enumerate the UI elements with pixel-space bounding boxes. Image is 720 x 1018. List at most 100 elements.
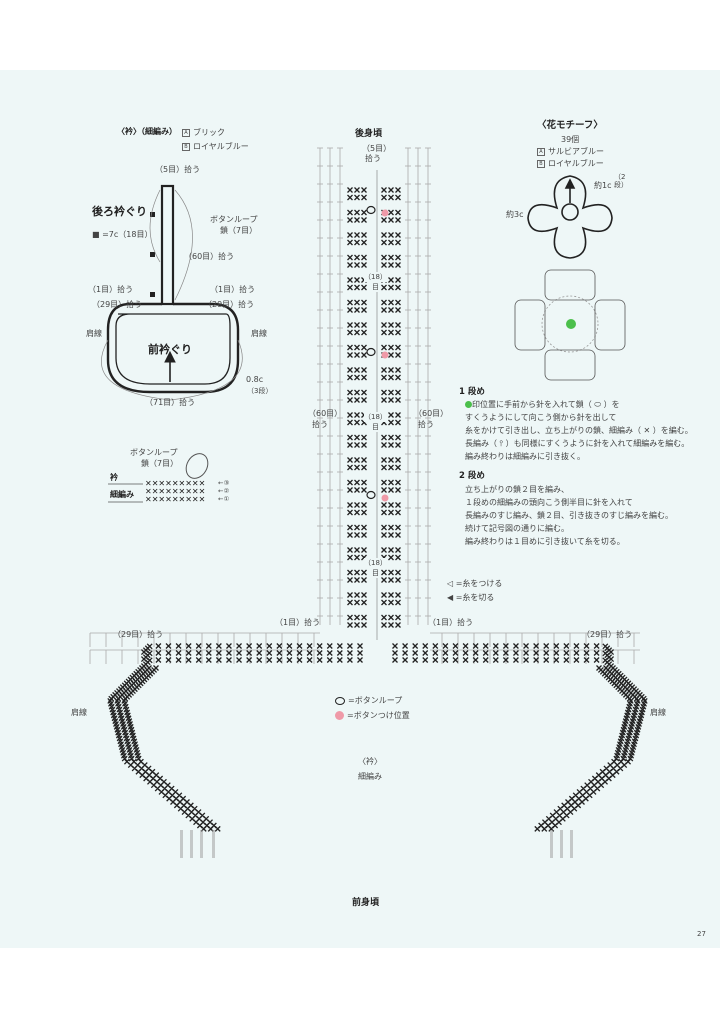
sc-stitch	[347, 569, 353, 576]
sc-stitch	[395, 569, 401, 576]
sc-stitch	[316, 650, 323, 656]
sc-stitch	[553, 643, 560, 649]
sc-stitch	[381, 187, 387, 193]
label-front-neck: 前衿ぐり	[148, 343, 192, 356]
sc-stitch	[361, 187, 367, 193]
sc-stitch	[388, 614, 394, 621]
label-button-loop-chain: 鎖（7目）	[220, 226, 258, 235]
sc-stitch	[395, 502, 401, 508]
sc-stitch	[573, 650, 580, 656]
sc-stitch	[226, 643, 232, 649]
label-18-a-unit: 目	[372, 282, 379, 292]
sc-stitch	[395, 524, 401, 531]
label-main-shoulder-right: 肩線	[650, 708, 666, 717]
sc-stitch	[388, 434, 394, 441]
sc-stitch	[395, 412, 401, 418]
sc-stitch	[381, 577, 387, 583]
row2-instructions: 立ち上がりの鎖２目を編み、 １段めの細編みの頭向こう側半目に針を入れて 長編みの…	[465, 485, 673, 546]
sc-stitch	[593, 657, 600, 663]
sc-stitch	[347, 389, 353, 396]
sc-stitch	[354, 569, 360, 576]
sc-stitch	[388, 577, 394, 583]
sc-stitch	[388, 547, 394, 553]
sc-stitch	[316, 643, 323, 649]
sc-stitch	[236, 643, 242, 649]
sc-stitch	[395, 389, 401, 396]
sc-stitch	[395, 479, 401, 486]
label-back-neck: 後ろ衿ぐり	[92, 205, 147, 218]
sc-stitch	[155, 657, 162, 663]
sc-stitch	[361, 592, 367, 598]
flower-title: 〈花モチーフ〉	[537, 120, 603, 131]
sc-stitch	[462, 650, 469, 656]
sc-stitch	[205, 643, 212, 649]
sc-stitch	[422, 657, 429, 663]
sc-stitch	[563, 650, 570, 656]
sc-stitch	[361, 599, 367, 606]
sc-stitch	[388, 457, 394, 463]
sc-stitch	[306, 643, 313, 649]
sc-stitch	[361, 329, 367, 336]
sc-stitch	[388, 254, 394, 261]
sc-stitch	[361, 322, 367, 328]
sc-stitch	[492, 643, 499, 649]
sc-stitch	[354, 457, 360, 463]
row-marker-2: ←②	[218, 487, 230, 495]
sc-stitch	[361, 442, 367, 448]
sc-stitch	[140, 649, 147, 656]
sc-stitch	[361, 232, 367, 238]
sc-stitch	[266, 657, 273, 663]
row2-title: 2 段め	[459, 471, 485, 481]
sc-stitch	[347, 262, 353, 268]
sc-stitch	[354, 532, 360, 538]
sc-stitch	[388, 217, 394, 223]
sc-stitch	[165, 643, 172, 649]
sc-stitch	[608, 656, 615, 663]
fade-bar	[190, 830, 193, 858]
sc-stitch	[395, 592, 401, 598]
sc-stitch	[583, 650, 590, 656]
sc-stitch	[395, 554, 401, 561]
sc-stitch	[175, 650, 182, 656]
sc-stitch	[388, 412, 394, 418]
label-main-pick-29-left: （29目）拾う	[113, 630, 164, 639]
sc-stitch	[395, 614, 401, 621]
sc-stitch	[361, 367, 367, 373]
sc-stitch	[388, 187, 394, 193]
sc-stitch	[347, 592, 353, 598]
sc-stitch	[388, 329, 394, 336]
legend-cut: ◀ =糸を切る	[447, 593, 495, 602]
sc-stitch	[195, 650, 202, 656]
sc-stitch	[354, 502, 360, 508]
sc-stitch	[388, 464, 394, 471]
sc-stitch	[388, 569, 394, 576]
button-loop-mark	[366, 490, 376, 500]
label-main-pick-60-left-b: 拾う	[312, 420, 328, 429]
sc-stitch	[395, 239, 401, 246]
sc-stitch	[361, 547, 367, 553]
sc-stitch	[361, 307, 367, 313]
sc-stitch	[246, 657, 253, 663]
sc-stitch	[361, 524, 367, 531]
sc-stitch	[354, 194, 360, 201]
sc-stitch	[361, 209, 367, 216]
main-stitch-chart	[89, 147, 648, 858]
sc-stitch	[395, 262, 401, 268]
sc-stitch	[381, 524, 387, 531]
sc-stitch	[296, 643, 303, 649]
sc-stitch	[482, 650, 489, 656]
sc-stitch	[573, 657, 580, 663]
sc-stitch	[354, 277, 360, 283]
sc-stitch	[432, 643, 439, 649]
sc-stitch	[354, 307, 360, 313]
sc-stitch	[381, 547, 387, 553]
sc-stitch	[354, 599, 360, 606]
sc-stitch	[381, 569, 387, 576]
sc-stitch	[361, 389, 367, 396]
sc-stitch	[361, 577, 367, 583]
sc-stitch	[354, 232, 360, 238]
fade-bar	[200, 830, 203, 858]
sc-stitch	[347, 524, 353, 531]
